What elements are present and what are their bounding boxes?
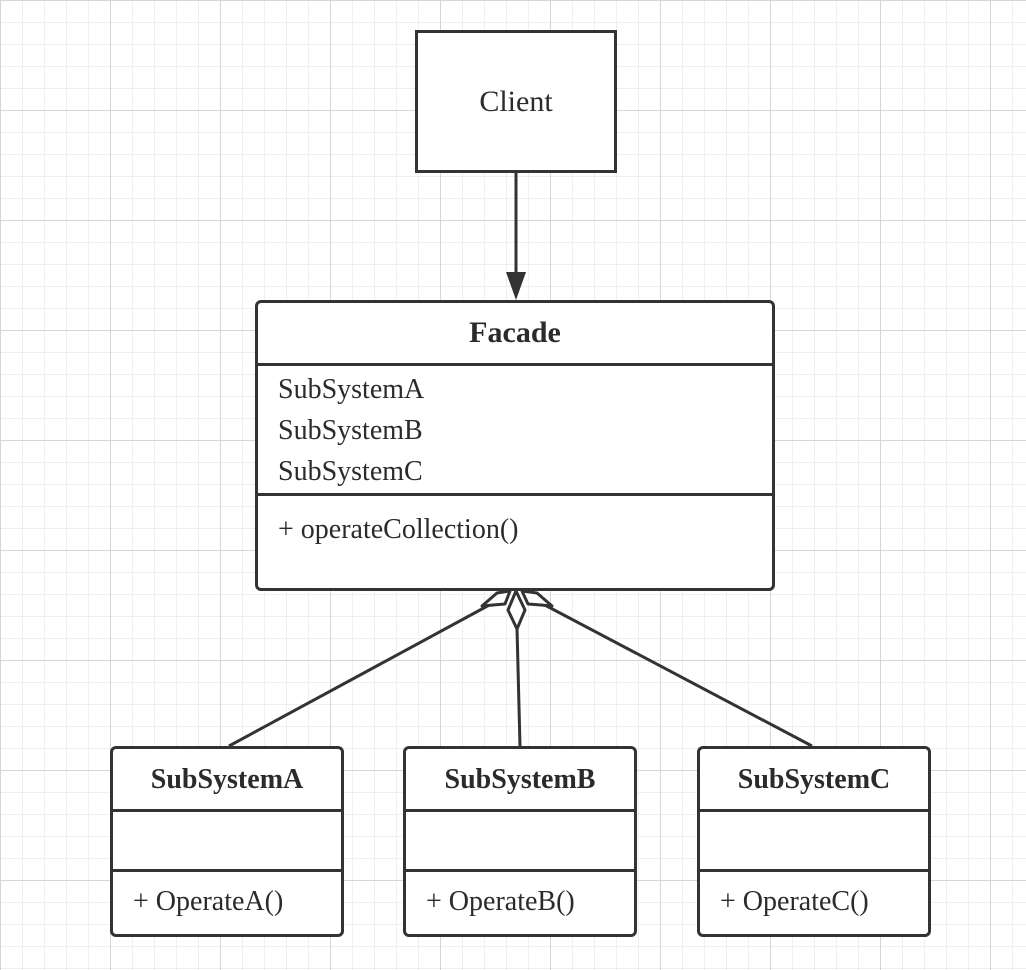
subsystem-c-operations: + OperateC(): [700, 872, 928, 924]
facade-operation: + operateCollection(): [278, 514, 519, 545]
aggregation-diamond-b: [506, 589, 527, 631]
aggregation-line-subsystem-c: [540, 601, 813, 748]
subsystem-a-class-name: SubSystemA: [113, 749, 341, 812]
facade-attribute: SubSystemC: [278, 456, 423, 487]
subsystem-c-operation: + OperateC(): [720, 886, 869, 917]
subsystem-a-class[interactable]: SubSystemA + OperateA(): [110, 746, 344, 937]
facade-class-name: Facade: [258, 303, 772, 366]
aggregation-line-subsystem-b: [515, 627, 522, 747]
subsystem-b-attributes: [406, 812, 634, 872]
subsystem-b-operations: + OperateB(): [406, 872, 634, 924]
aggregation-diamond-c: [520, 589, 554, 608]
facade-class[interactable]: Facade SubSystemA SubSystemB SubSystemC …: [255, 300, 775, 591]
subsystem-a-operations: + OperateA(): [113, 872, 341, 924]
subsystem-c-class[interactable]: SubSystemC + OperateC(): [697, 746, 931, 937]
subsystem-b-operation: + OperateB(): [426, 886, 575, 917]
subsystem-a-operation: + OperateA(): [133, 886, 284, 917]
subsystem-a-attributes: [113, 812, 341, 872]
aggregation-line-subsystem-a: [228, 601, 494, 748]
facade-attribute: SubSystemB: [278, 415, 423, 446]
subsystem-c-attributes: [700, 812, 928, 872]
subsystem-b-class-name: SubSystemB: [406, 749, 634, 812]
client-box[interactable]: Client: [415, 30, 617, 173]
client-label: Client: [479, 84, 553, 118]
facade-operations: + operateCollection(): [258, 496, 772, 546]
facade-attribute: SubSystemA: [278, 374, 425, 405]
client-facade-arrowhead: [506, 272, 526, 300]
facade-attributes: SubSystemA SubSystemB SubSystemC: [258, 366, 772, 496]
subsystem-b-class[interactable]: SubSystemB + OperateB(): [403, 746, 637, 937]
subsystem-c-class-name: SubSystemC: [700, 749, 928, 812]
aggregation-diamond-a: [480, 589, 512, 608]
